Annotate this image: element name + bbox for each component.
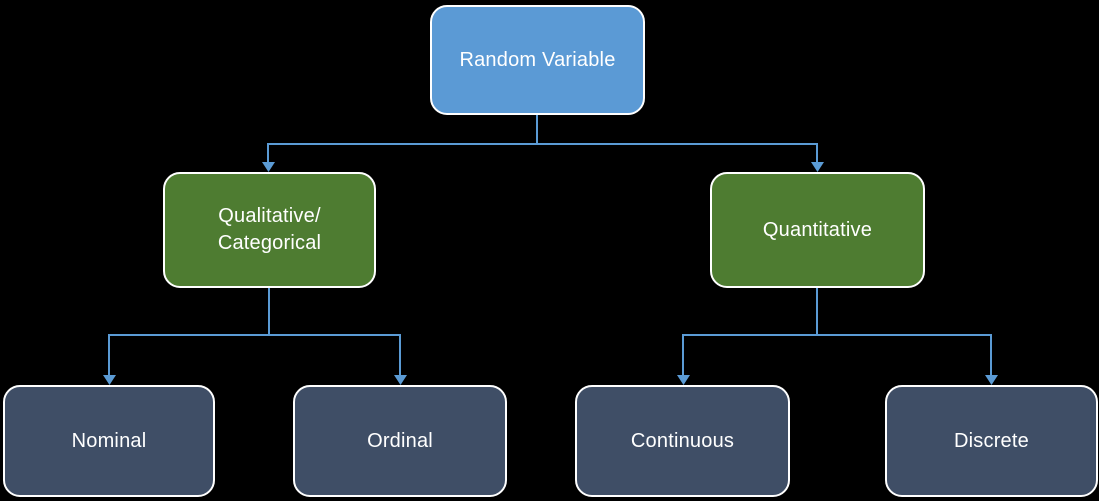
connector-to-qualitative bbox=[267, 143, 269, 164]
node-qualitative-categorical: Qualitative/ Categorical bbox=[163, 172, 376, 288]
node-discrete: Discrete bbox=[885, 385, 1098, 497]
arrowhead-to-ordinal bbox=[394, 375, 407, 385]
arrowhead-to-continuous bbox=[677, 375, 690, 385]
connector-to-nominal bbox=[108, 334, 110, 377]
connector-qualitative-rail bbox=[108, 334, 401, 336]
arrowhead-to-qualitative bbox=[262, 162, 275, 172]
arrowhead-to-discrete bbox=[985, 375, 998, 385]
connector-qualitative-stem bbox=[268, 288, 270, 336]
connector-to-ordinal bbox=[399, 334, 401, 377]
connector-quantitative-rail bbox=[682, 334, 992, 336]
connector-to-discrete bbox=[990, 334, 992, 377]
node-random-variable: Random Variable bbox=[430, 5, 645, 115]
node-quantitative: Quantitative bbox=[710, 172, 925, 288]
connector-to-continuous bbox=[682, 334, 684, 377]
arrowhead-to-nominal bbox=[103, 375, 116, 385]
node-continuous: Continuous bbox=[575, 385, 790, 497]
node-nominal: Nominal bbox=[3, 385, 215, 497]
arrowhead-to-quantitative bbox=[811, 162, 824, 172]
connector-to-quantitative bbox=[816, 143, 818, 164]
connector-root-rail bbox=[268, 143, 818, 145]
connector-quantitative-stem bbox=[816, 288, 818, 336]
connector-root-stem bbox=[536, 115, 538, 145]
node-ordinal: Ordinal bbox=[293, 385, 507, 497]
